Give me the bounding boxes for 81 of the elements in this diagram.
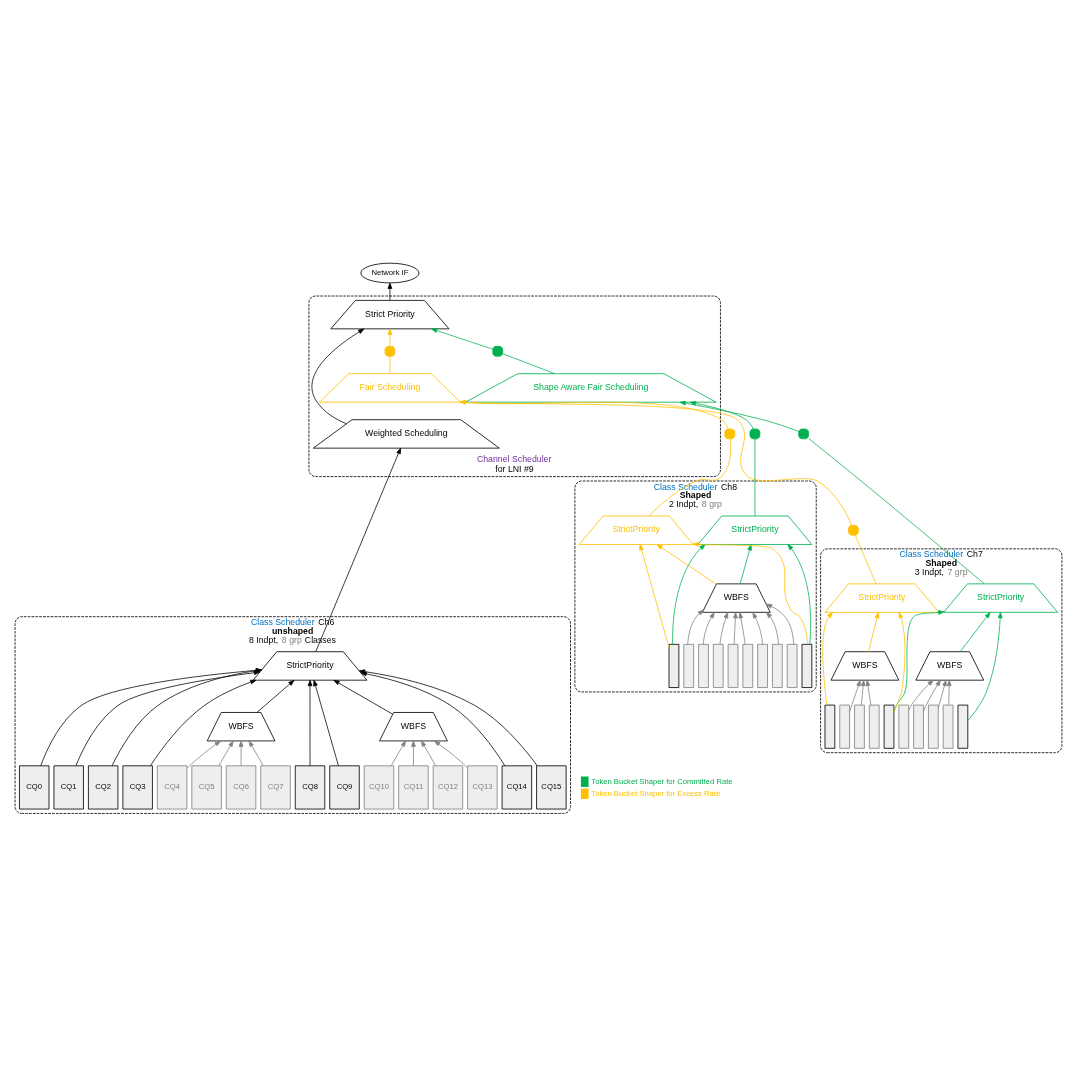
node-bar [786,643,798,688]
arrow [333,679,393,715]
node-bar [913,704,924,749]
node-bar [772,643,783,688]
arrow [865,679,872,706]
arrow [937,679,947,709]
arrow [765,603,795,645]
node-box [724,428,736,440]
arrow [420,740,437,767]
arrow [908,679,934,711]
arrow [248,740,264,767]
node-bar [824,704,836,749]
arrow [766,611,779,645]
node-bar [883,704,895,749]
node-bar [957,704,969,749]
arrow [689,401,754,430]
node-box [384,345,396,357]
arrow [733,612,738,645]
node-box [798,428,809,440]
arrow [311,328,365,425]
node-bar [898,704,910,749]
connector [754,438,756,517]
node-bar [757,643,768,688]
arrow [946,679,952,706]
node-bar [727,643,739,688]
node-bar [854,704,865,749]
connector [389,355,391,374]
arrow [307,679,313,767]
connector [808,438,985,585]
arrow [787,544,812,645]
connector [854,534,877,585]
arrow [459,400,729,430]
arrow [672,544,706,645]
arrow [431,328,494,350]
arrow [739,544,752,585]
node-box [749,428,761,440]
arrow [679,400,800,432]
arrow [656,544,717,585]
arrow [639,544,670,649]
arrow [186,740,221,769]
node-bar [712,643,724,688]
arrow [719,612,729,645]
arrow [150,679,257,767]
arrow [692,542,809,645]
arrow [256,679,295,713]
arrow [459,400,853,526]
arrow [923,679,941,712]
arrow [738,612,746,645]
node-box [492,345,504,357]
arrow [390,740,406,767]
arrow [411,740,416,767]
arrow [315,447,402,653]
node-bar [928,704,939,749]
node-bar [801,643,813,688]
connector [502,353,556,375]
arrow [238,740,244,767]
arrow [387,282,393,301]
connector [648,438,732,517]
arrow [860,679,866,706]
arrow [868,612,880,652]
arrow [893,610,945,712]
node-bar [942,704,954,749]
arrow [218,740,234,767]
node-bar [668,643,680,688]
arrow [849,679,861,712]
arrow [702,612,715,645]
node-bar [698,643,709,688]
arrow [434,740,468,769]
arrow [752,612,763,645]
arrow [893,611,906,713]
arrow [313,679,339,767]
arrow [967,612,1003,721]
arrow [959,612,991,652]
node-box [848,524,859,536]
node-bar [742,643,754,688]
node-bar [868,704,880,749]
arrow [387,328,393,347]
node-bar [683,643,695,688]
node-bar [839,704,850,749]
arrow [687,609,704,645]
arrow [822,611,833,706]
